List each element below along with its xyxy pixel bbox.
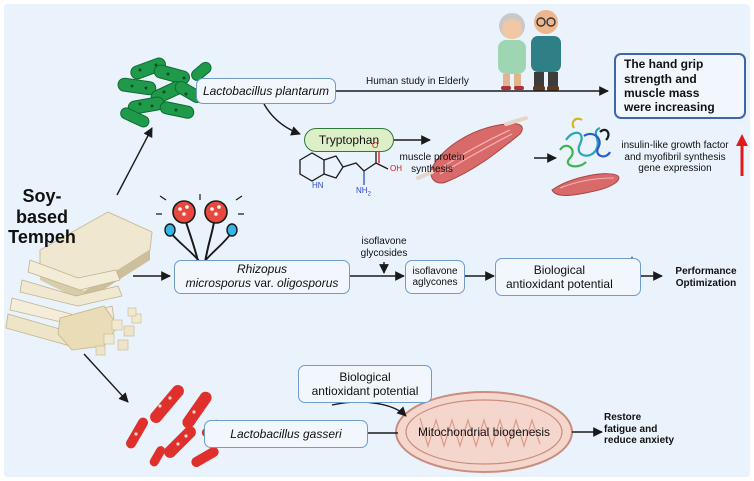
tempeh-blocks-icon <box>5 211 153 356</box>
performance-line1: Performance <box>675 266 737 277</box>
source-title-line1: Soy-based <box>15 186 69 227</box>
rhizopus-variety: oligosporus <box>277 276 339 290</box>
bacteria-dots <box>130 63 188 112</box>
isoflavone-glycosides-line1: isoflavone <box>361 236 407 247</box>
outcome-line3: muscle mass <box>624 86 700 100</box>
gasseri-bacteria-icon <box>126 384 221 467</box>
tryptophan-label: Tryptophan <box>318 133 380 147</box>
restore-line3: reduce anxiety <box>604 435 675 446</box>
antioxidant-text: Biological antioxidant potential <box>506 263 613 292</box>
plantarum-label: Lactobacillus plantarum <box>202 84 330 98</box>
gasseri-dots <box>134 396 196 446</box>
igf-line2: and myofibril synthesis <box>624 151 726 163</box>
isoflavone-glycosides-line2: glycosides <box>360 247 408 259</box>
rhizopus-species: microsporus <box>185 276 251 290</box>
muscle-fiber-icon <box>551 173 620 196</box>
molecule-o: O <box>372 141 378 150</box>
antioxidant-line2: antioxidant potential <box>506 277 613 291</box>
fungus-sporangia-icon <box>156 194 244 280</box>
source-title: Soy-based Tempeh <box>6 186 78 248</box>
outcome-line1: The hand grip <box>624 57 704 72</box>
isoflavone-glycosides-label: isoflavone glycosides <box>348 236 420 259</box>
muscle-protein-line2: synthesis <box>411 163 453 175</box>
gasseri-label: Lactobacillus gasseri <box>230 427 342 441</box>
isoflavone-aglycones-box: isoflavone aglycones <box>405 260 465 294</box>
muscle-protein-label: muscle protein synthesis <box>392 152 472 175</box>
muscle-icon <box>416 116 528 184</box>
source-title-line2: Tempeh <box>8 227 76 248</box>
rhizopus-line1: Rhizopus <box>236 262 288 277</box>
rhizopus-box: Rhizopus microsporus var. oligosporus <box>174 260 350 294</box>
mito-label: Mitochondrial biogenesis <box>400 425 568 440</box>
antioxidant-box-2: Biological antioxidant potential <box>298 365 432 403</box>
performance-label: Performance Optimization <box>664 266 748 289</box>
outcome-box: The hand grip strength and muscle mass w… <box>614 53 746 119</box>
antioxidant2-line2: antioxidant potential <box>311 384 419 398</box>
mito-text: Mitochondrial biogenesis <box>417 425 551 439</box>
plantarum-box: Lactobacillus plantarum <box>196 78 336 104</box>
human-study-label: Human study in Elderly <box>366 76 516 88</box>
antioxidant-line1: Biological <box>533 262 586 277</box>
atom-o: O <box>372 141 379 150</box>
restore-line2: fatigue and <box>604 423 658 435</box>
antioxidant2-text: Biological antioxidant potential <box>312 370 419 399</box>
human-study-text: Human study in Elderly <box>366 76 469 87</box>
bacteria-cluster-icon <box>117 57 212 128</box>
isoflavone-aglycones-text: isoflavone aglycones <box>412 266 457 289</box>
tryptophan-pill: Tryptophan <box>304 128 394 152</box>
outcome-line4: were increasing <box>624 100 715 115</box>
rhizopus-line2: microsporus var. oligosporus <box>185 276 339 291</box>
rhizopus-var: var. <box>250 276 277 290</box>
antioxidant2-line1: Biological <box>339 369 391 384</box>
antioxidant-box: Biological antioxidant potential <box>495 258 641 296</box>
igf-line1: insulin-like growth factor <box>621 140 729 151</box>
rhizopus-text: Rhizopus microsporus var. oligosporus <box>185 262 339 291</box>
muscle-protein-line1: muscle protein <box>399 152 465 163</box>
igf-line3: gene expression <box>638 163 712 174</box>
molecule-oh: OH <box>390 164 402 173</box>
outcome-line2: strength and <box>624 71 697 86</box>
atom-oh: OH <box>390 164 402 173</box>
molecule-nh2: NH2 <box>356 186 371 198</box>
restore-line1: Restore <box>604 412 642 423</box>
restore-label: Restore fatigue and reduce anxiety <box>604 412 684 447</box>
atom-nh: HN <box>312 181 324 190</box>
protein-structure-icon <box>559 117 611 168</box>
molecule-nh: HN <box>312 181 324 190</box>
performance-line2: Optimization <box>675 277 737 289</box>
isoflavone-aglycones-line1: isoflavone <box>412 265 458 277</box>
atom-nh2: NH <box>356 186 368 195</box>
isoflavone-aglycones-line2: aglycones <box>412 277 458 288</box>
flow-arrows <box>83 86 663 437</box>
gasseri-box: Lactobacillus gasseri <box>204 420 368 448</box>
elderly-couple-icon <box>498 10 561 91</box>
igf-label: insulin-like growth factor and myofibril… <box>612 140 738 175</box>
outcome-text: The hand grip strength and muscle mass w… <box>624 57 715 115</box>
atom-nh2-sub: 2 <box>367 191 371 198</box>
tryptophan-molecule-icon <box>299 151 389 185</box>
